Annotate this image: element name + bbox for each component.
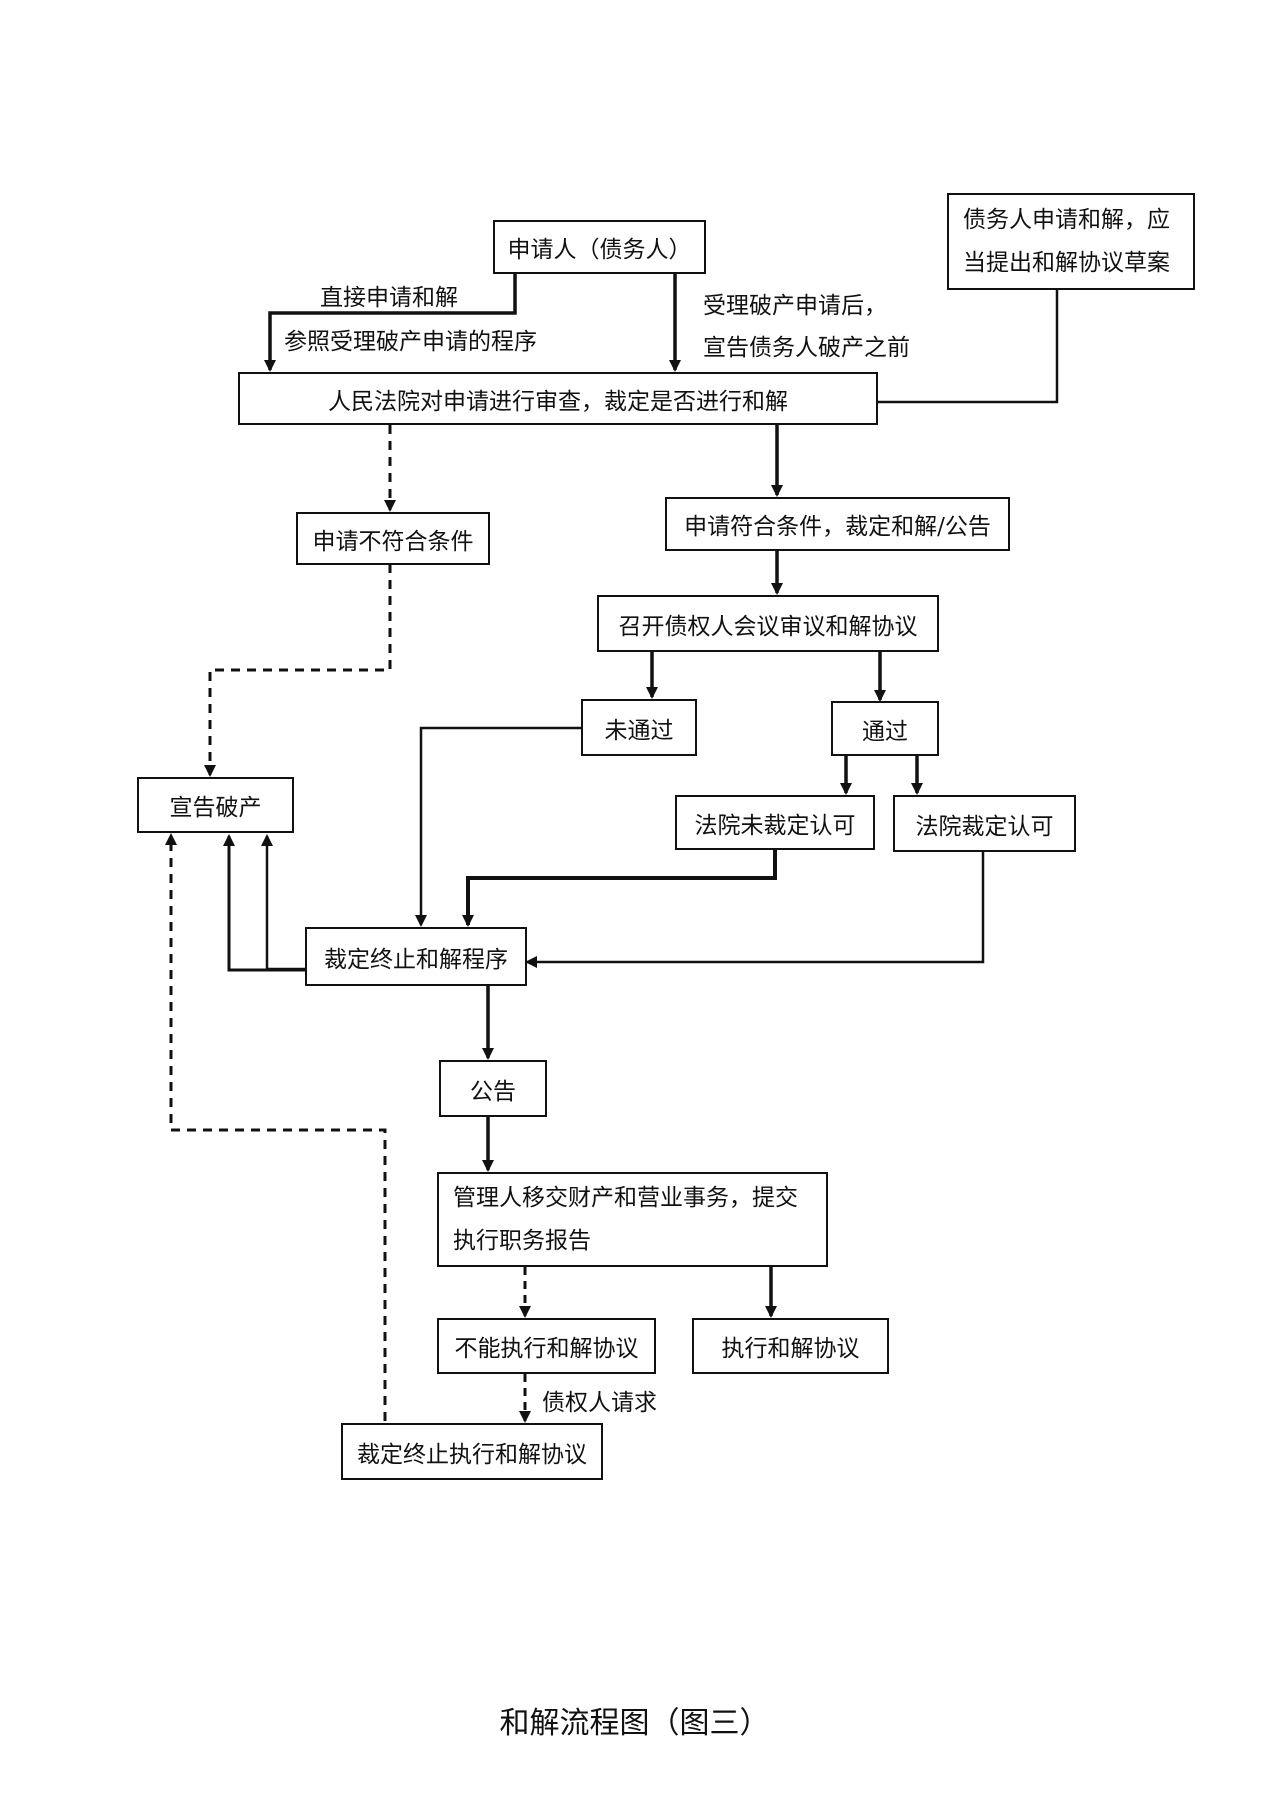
label-direct-apply: 直接申请和解 xyxy=(320,285,458,311)
creditors-meeting-box: 召开债权人会议审议和解协议 xyxy=(597,595,939,652)
edge-note xyxy=(878,290,1059,404)
passed-box: 通过 xyxy=(831,701,939,756)
label-refer-procedure: 参照受理破产申请的程序 xyxy=(284,329,537,355)
label-creditor-request: 债权人请求 xyxy=(542,1390,657,1416)
edge-not-qualified-bankrupt xyxy=(204,564,392,777)
not-qualified-box: 申请不符合条件 xyxy=(296,512,490,565)
announcement-box: 公告 xyxy=(439,1060,547,1117)
cannot-execute-box: 不能执行和解协议 xyxy=(437,1318,656,1374)
edge-not-approve-terminate xyxy=(462,850,777,927)
edge-terminate-execution-bankrupt xyxy=(165,833,387,1421)
label-after-accept-2: 宣告债务人破产之前 xyxy=(703,335,910,361)
debtor-note-box: 债务人申请和解，应 当提出和解协议草案 xyxy=(947,193,1195,290)
edge-not-passed-terminate xyxy=(415,726,581,927)
edge-terminate-bankrupt-b xyxy=(261,834,305,971)
court-review-box: 人民法院对申请进行审查，裁定是否进行和解 xyxy=(238,372,878,425)
applicant-box: 申请人（债务人） xyxy=(493,220,706,274)
handover-box: 管理人移交财产和营业事务，提交 执行职务报告 xyxy=(437,1172,828,1267)
court-not-approve-box: 法院未裁定认可 xyxy=(675,795,875,850)
qualified-box: 申请符合条件，裁定和解/公告 xyxy=(665,497,1010,551)
court-approve-box: 法院裁定认可 xyxy=(893,795,1076,852)
label-after-accept-1: 受理破产申请后， xyxy=(703,293,887,319)
declare-bankruptcy-box: 宣告破产 xyxy=(137,777,294,833)
terminate-procedure-box: 裁定终止和解程序 xyxy=(305,927,527,986)
terminate-execution-box: 裁定终止执行和解协议 xyxy=(341,1423,603,1480)
figure-caption: 和解流程图（图三） xyxy=(499,1706,770,1741)
edge-direct-apply xyxy=(264,273,517,372)
not-passed-box: 未通过 xyxy=(581,699,697,756)
edge-approve-terminate xyxy=(525,852,985,968)
execute-box: 执行和解协议 xyxy=(692,1318,889,1374)
